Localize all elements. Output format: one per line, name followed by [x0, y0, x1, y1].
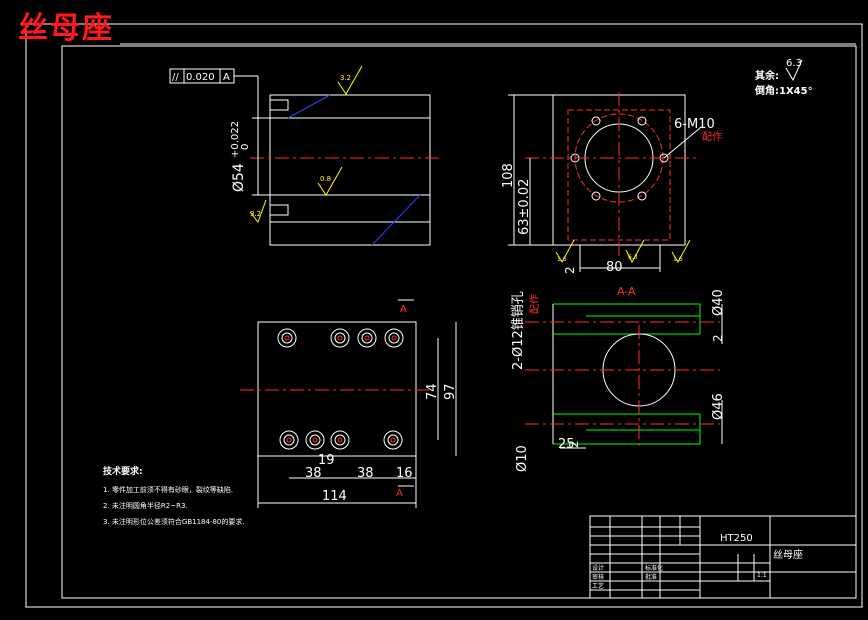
row-label-process: 工艺 [592, 582, 604, 590]
pin-hole-label: 2-Ø12锥销孔 [511, 291, 526, 370]
small-dim-2: 2 [711, 334, 725, 342]
svg-text:3.2: 3.2 [250, 210, 261, 218]
svg-text:1.6: 1.6 [673, 256, 683, 263]
note-remaining: 其余: [755, 69, 779, 82]
surface-finish-mid: 0.8 [317, 166, 343, 196]
pin-hole-note: 配作 [529, 294, 541, 314]
dim-19: 19 [318, 453, 335, 468]
section-label: A-A [617, 285, 636, 298]
svg-text:0.8: 0.8 [320, 175, 331, 183]
diameter-46: Ø46 [711, 393, 726, 420]
tech-note-3: 3. 未注明形位公差须符合GB1184-80的要求. [103, 517, 245, 526]
section-view [525, 303, 723, 449]
dim-114: 114 [322, 489, 347, 504]
small-dim-section: 2 [567, 440, 581, 448]
length-25: 25 [558, 437, 575, 452]
height-dimension: 108 [501, 163, 516, 188]
surface-finish-left: 3.2 [249, 199, 267, 224]
center-dimension: 63±0.02 [517, 179, 532, 235]
dim-38-b: 38 [357, 466, 374, 481]
height-74: 74 [425, 383, 440, 400]
outer-border [25, 23, 863, 608]
section-mark-top: A [400, 304, 407, 315]
front-view [508, 92, 701, 272]
small-dimension: 2 [563, 266, 577, 274]
surface-finish-top: 3.2 [337, 65, 363, 95]
thread-label: 6-M10 [674, 117, 715, 132]
surface-finish-main: 6.3 [785, 58, 803, 82]
surface-finish-bottom-c: 1.6 [671, 239, 691, 264]
row-label-review: 审核 [592, 573, 604, 581]
surface-finish-bottom-b: 6.3 [625, 239, 645, 264]
tolerance-value: 0.020 [186, 72, 215, 83]
row-label-design: 设计 [592, 564, 604, 572]
sign-label-standard: 标准化 [645, 564, 663, 572]
svg-text:6.3: 6.3 [786, 58, 802, 69]
side-view [250, 94, 442, 246]
top-view [240, 299, 457, 508]
scale-value: 1:1 [757, 572, 767, 579]
dim-16: 16 [396, 466, 413, 481]
page-title: 丝母座 [18, 11, 114, 46]
surface-finish-bottom-a: 1.6 [555, 239, 575, 264]
sign-label-approve: 批准 [645, 573, 657, 581]
title-block [589, 515, 857, 599]
tolerance-upper: +0.022 [230, 121, 241, 158]
diameter-dimension: Ø54 [231, 163, 247, 192]
tolerance-symbol: // [172, 72, 179, 83]
part-name: 丝母座 [773, 548, 803, 561]
dim-38-a: 38 [305, 466, 322, 481]
material-label: HT250 [720, 533, 753, 544]
tech-notes-heading: 技术要求: [103, 465, 143, 477]
tolerance-lower: 0 [240, 144, 251, 150]
inner-border [61, 45, 857, 599]
svg-text:1.6: 1.6 [557, 256, 567, 263]
tech-note-2: 2. 未注明圆角半径R2~R3. [103, 501, 188, 510]
svg-text:3.2: 3.2 [340, 74, 351, 82]
tolerance-datum: A [223, 72, 230, 83]
svg-text:6.3: 6.3 [628, 254, 638, 261]
tech-note-1: 1. 零件加工前须不得有砂眼，裂纹等缺陷. [103, 485, 233, 494]
height-97: 97 [443, 383, 458, 400]
section-mark-bottom: A [396, 488, 403, 499]
note-chamfer: 倒角:1X45° [754, 84, 813, 97]
width-dimension: 80 [606, 260, 623, 275]
diameter-40: Ø40 [711, 289, 726, 316]
thread-note: 配作 [702, 131, 722, 143]
diameter-10: Ø10 [515, 445, 530, 472]
